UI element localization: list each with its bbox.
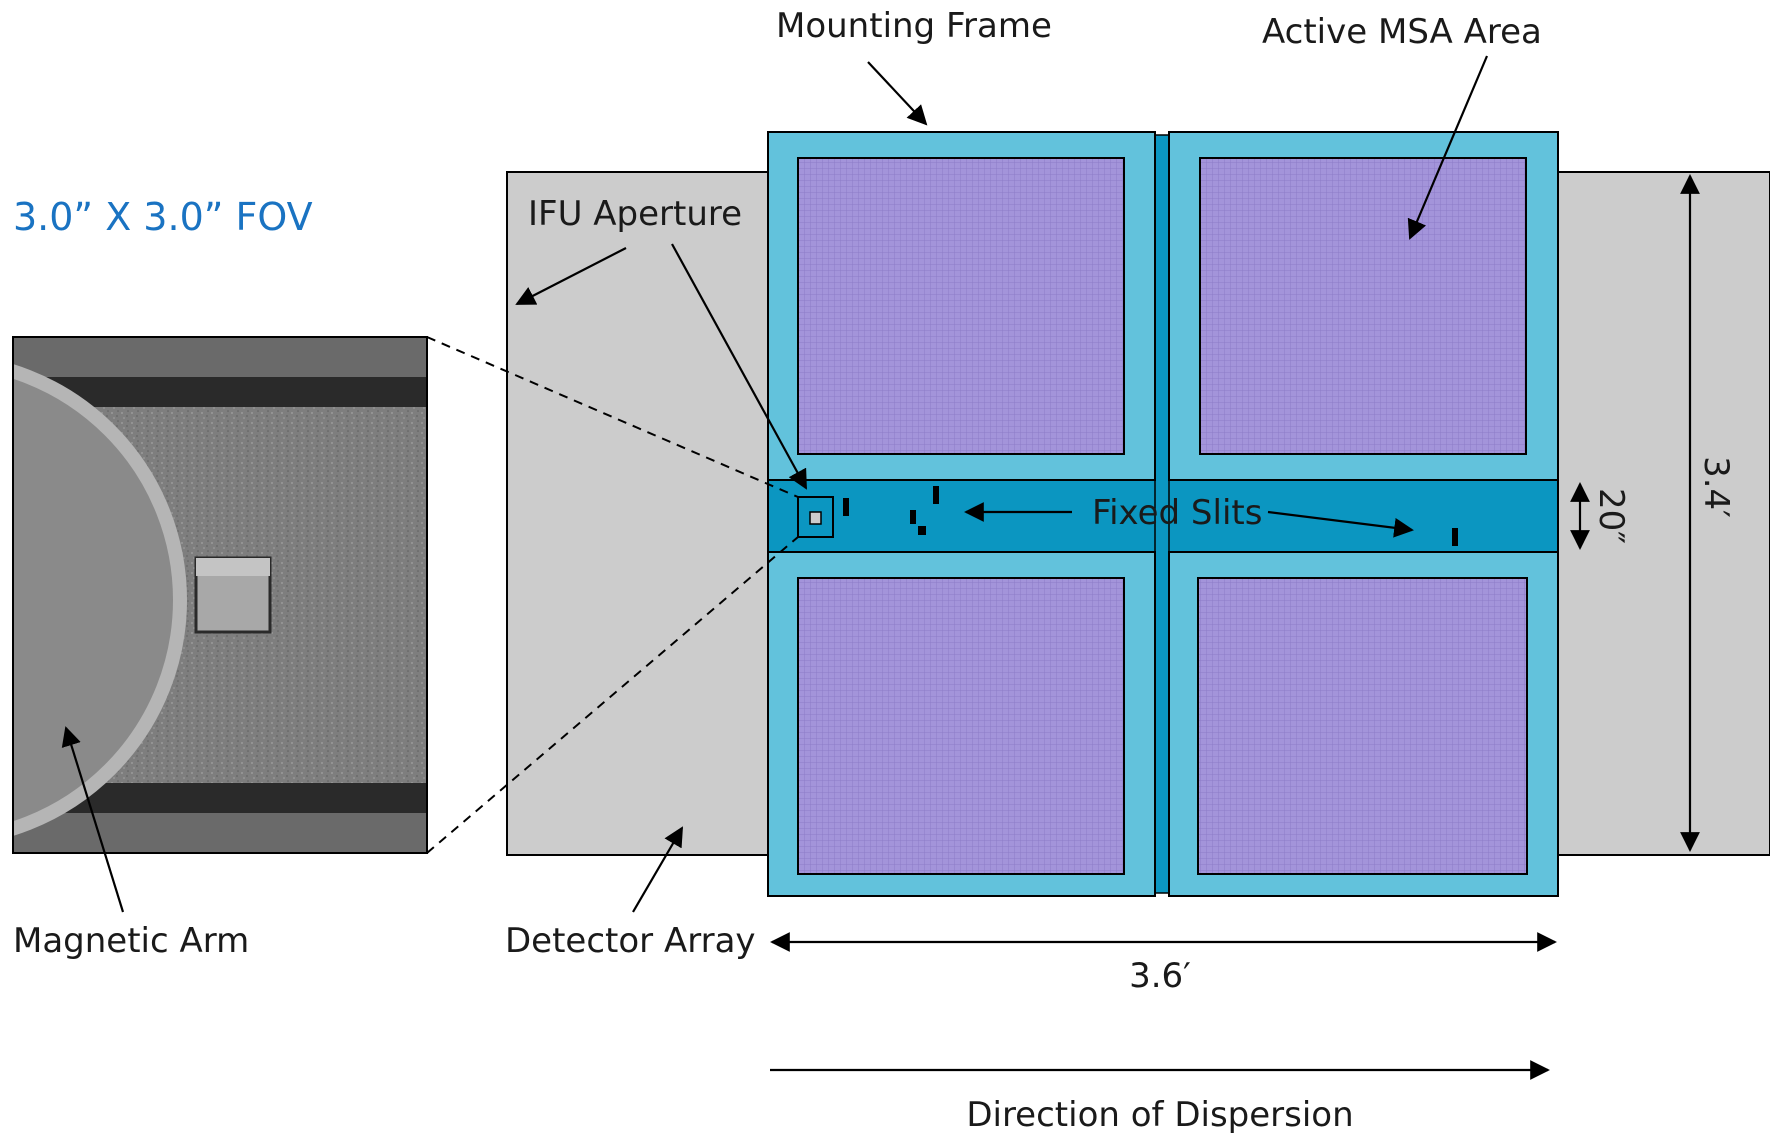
fixed-slits-label: Fixed Slits [1092,493,1262,533]
ifu-aperture-arrow-left [515,247,627,305]
quadrant-top-left [767,131,1156,481]
photo-border [12,336,428,854]
fov-label: 3.0” X 3.0” FOV [13,195,313,239]
active-msa-area-arrow [1407,55,1489,240]
fixed-slit [933,486,939,504]
direction-of-dispersion-label: Direction of Dispersion [966,1095,1353,1134]
zoom-line-bottom [426,536,799,854]
photo-upper-band [13,337,427,377]
mounting-frame-arrow [867,61,928,126]
detector-array-label: Detector Array [505,921,756,961]
magnetic-arm-label: Magnetic Arm [13,921,249,961]
ifu-aperture-box [797,496,834,538]
active-msa-area-label: Active MSA Area [1262,12,1542,52]
slit-band-dimension-label: 20″ [1591,488,1631,544]
vertical-divider [1154,134,1170,894]
magnetic-arm-arrow [61,726,125,913]
ifu-aperture-center [809,511,822,525]
magnetic-arm-disc [13,364,187,836]
photo-lower-band [13,813,427,853]
ifu-photo-inset [13,337,427,853]
fixed-slit [843,498,849,516]
width-dimension-label: 3.6′ [1129,956,1191,996]
quadrant-top-right [1168,131,1559,481]
msa-active-area [1199,157,1527,455]
mounting-frame-label: Mounting Frame [776,6,1052,46]
msa-active-area [797,577,1125,875]
ifu-aperture-label: IFU Aperture [528,194,742,234]
fixed-slits-arrow-right [1267,510,1414,538]
fixed-slit [1452,528,1458,546]
ifu-aperture-arrow-right [671,243,807,490]
zoom-line-top [426,336,799,498]
fixed-slit [918,526,926,535]
height-dimension-label: 3.4′ [1696,456,1736,518]
msa-active-area [1197,577,1528,875]
quadrant-bottom-left [767,551,1156,897]
fixed-slit [910,510,916,524]
msa-active-area [797,157,1125,455]
detector-array-arrow [632,826,683,913]
quadrant-bottom-right [1168,551,1559,897]
